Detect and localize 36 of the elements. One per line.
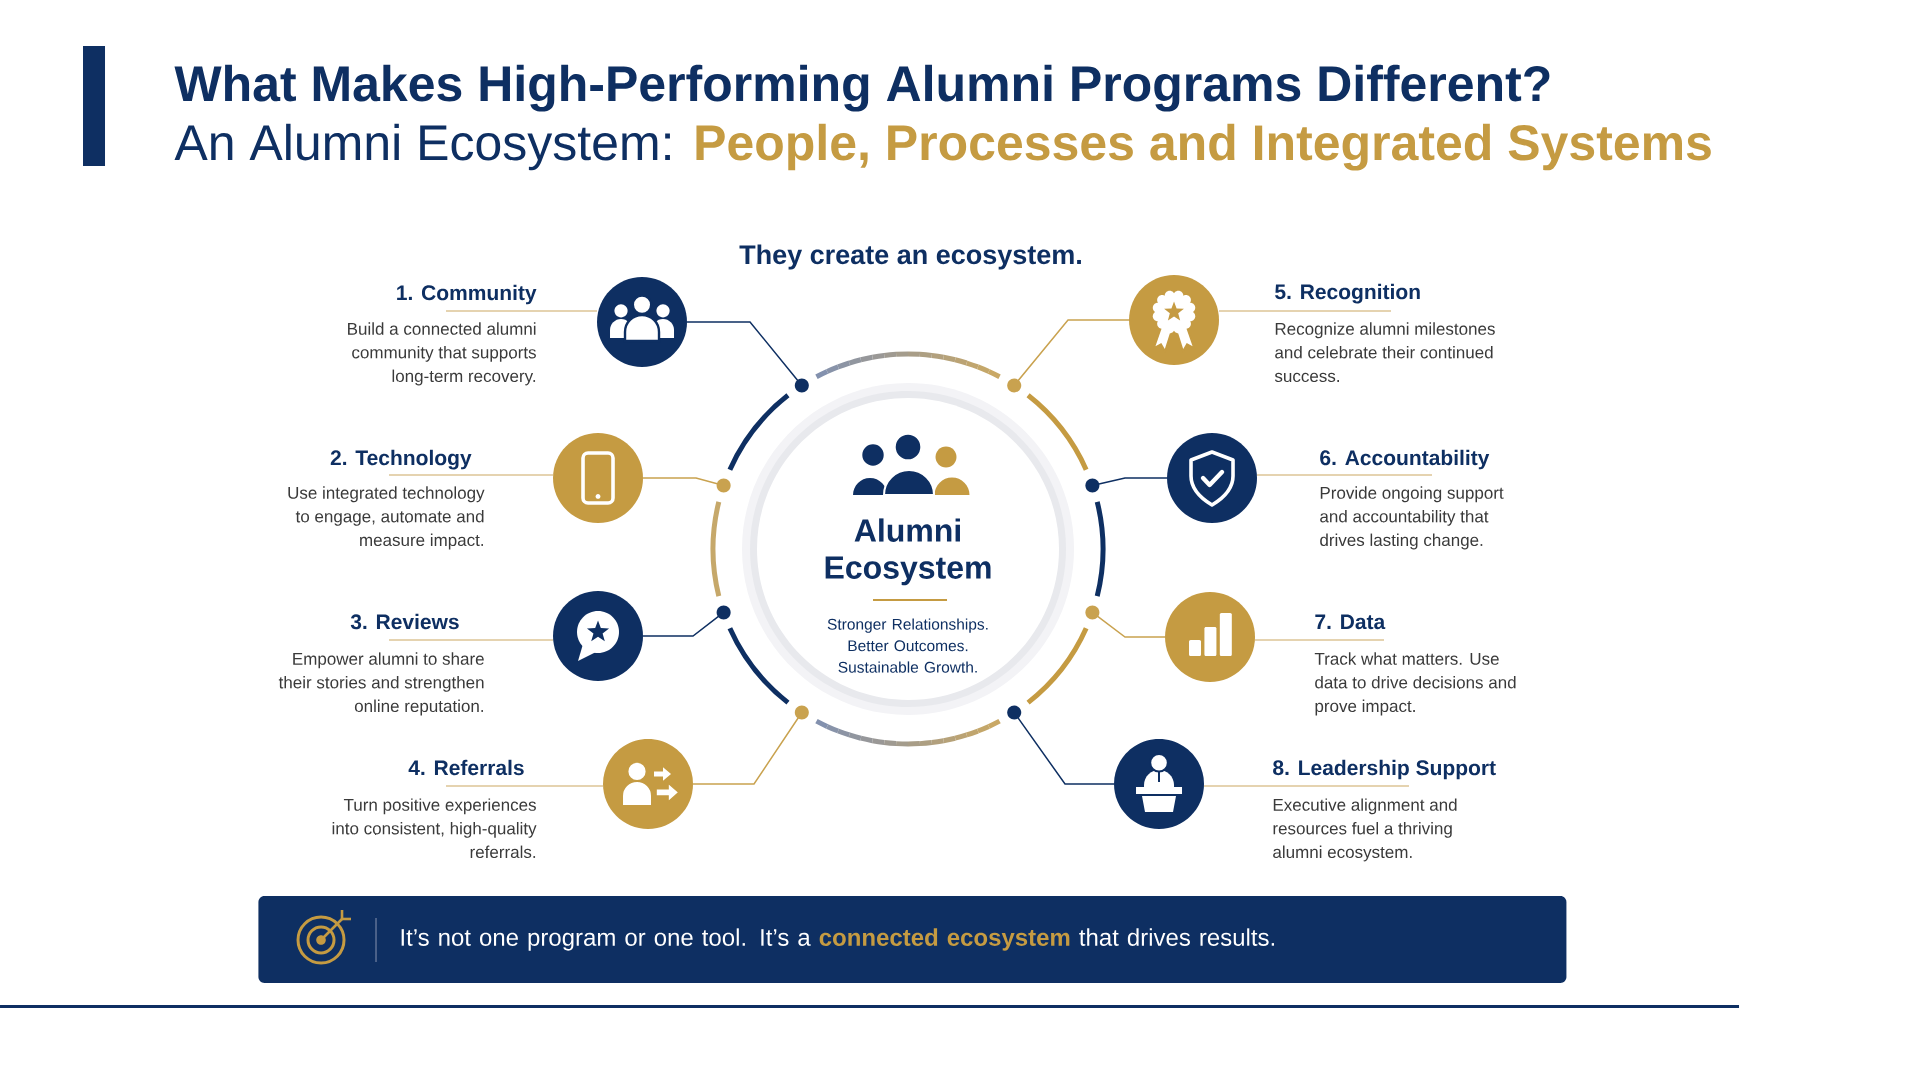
connector bbox=[692, 705, 809, 785]
connector bbox=[1085, 477, 1168, 493]
bar-chart-icon bbox=[1165, 592, 1255, 682]
item-description: Turn positive experiences into consistent, high-quality referrals. bbox=[332, 798, 537, 859]
item-heading: 1. Community bbox=[397, 284, 537, 305]
item-description: Executive alignment and resources fuel a thriving alumni ecosystem. bbox=[1273, 798, 1457, 862]
connector bbox=[1085, 605, 1166, 638]
title: What Makes High-Performing Alumni Programs Different? bbox=[174, 64, 1550, 112]
item-description: Use integrated technology to engage, automate and measure impact. bbox=[288, 486, 485, 550]
speaker-podium-icon bbox=[1114, 739, 1204, 829]
connector bbox=[642, 477, 731, 493]
person-arrows-icon bbox=[603, 739, 693, 829]
smartphone-icon bbox=[553, 433, 643, 523]
item-heading: 2. Technology bbox=[330, 449, 472, 470]
subtitle: An Alumni Ecosystem: People, Processes and Integrated Systems bbox=[174, 123, 1711, 171]
connector bbox=[642, 605, 731, 637]
item-description: Empower alumni to share their stories and strengthen online reputation. bbox=[278, 652, 484, 716]
item-description: Recognize alumni milestones and celebrate their continued success. bbox=[1274, 322, 1495, 383]
connector bbox=[1007, 705, 1115, 785]
award-ribbon-icon bbox=[1129, 275, 1219, 365]
item-heading: 5. Recognition bbox=[1275, 283, 1420, 304]
speech-bubble-icon bbox=[553, 591, 643, 681]
connector bbox=[1007, 319, 1130, 393]
item-description: Provide ongoing support and accountability that drives lasting change. bbox=[1320, 486, 1504, 550]
people-icon bbox=[597, 277, 687, 367]
item-heading: 3. Reviews bbox=[350, 613, 459, 630]
connector bbox=[686, 321, 809, 393]
item-heading: 6. Accountability bbox=[1320, 449, 1490, 470]
banner: It’s not one program or one tool. It’s a connected ecosystem that drives results. bbox=[258, 896, 1567, 983]
item-description: Build a connected alumni community that supports long-term recovery. bbox=[348, 322, 536, 386]
section-heading: They create an ecosystem. bbox=[739, 244, 1081, 270]
item-heading: 8. Leadership Support bbox=[1273, 759, 1496, 780]
item-description: Track what matters. Use data to drive decisions and prove impact. bbox=[1314, 652, 1516, 716]
shield-check-icon bbox=[1167, 433, 1257, 523]
item-heading: 4. Referrals bbox=[408, 759, 524, 776]
item-heading: 7. Data bbox=[1315, 614, 1386, 630]
